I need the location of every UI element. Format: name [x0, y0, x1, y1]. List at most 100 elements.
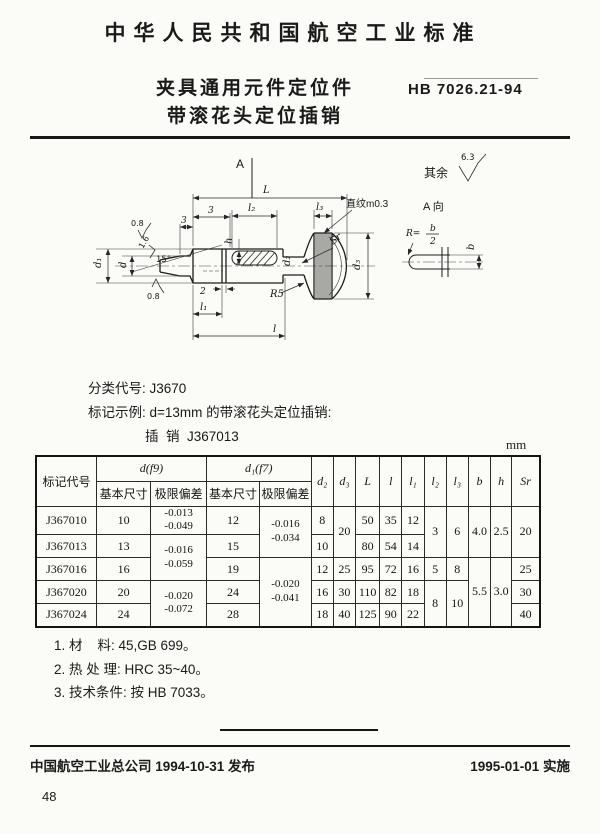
section-marker-label: A — [236, 157, 244, 171]
footer-issuer: 中国航空工业总公司 1994-10-31 发布 — [30, 759, 256, 774]
technical-drawing: A 其余 6.3 — [93, 153, 487, 340]
col-header-d1-group: d₁(f7) — [205, 455, 312, 482]
col-header-l2: l₂ — [423, 455, 447, 507]
table-cell: 28 — [205, 603, 261, 627]
table-cell: 5 — [423, 557, 447, 581]
table-cell: 12 — [401, 505, 425, 535]
sphere-radius-leader — [301, 247, 334, 264]
table-cell: 3 — [423, 505, 447, 558]
col-header-L: L — [355, 455, 381, 507]
page-number: 48 — [42, 789, 57, 804]
finish-bottom-value: 0.8 — [147, 292, 160, 301]
dim-label-l2: l₂ — [248, 203, 255, 214]
table-cell: 54 — [379, 534, 403, 558]
table-cell: 82 — [379, 580, 403, 604]
unit-label: mm — [506, 437, 527, 452]
finish-check-top-icon — [137, 222, 152, 239]
table-cell: -0.016 -0.034 — [259, 505, 312, 558]
header-divider — [30, 136, 570, 139]
table-cell: 13 — [95, 534, 152, 558]
table-cell: 6 — [445, 505, 469, 558]
table-cell: 40 — [332, 603, 357, 627]
finish-check-mid-icon — [148, 244, 156, 259]
dim-label-d3: d₃ — [352, 260, 363, 270]
table-cell: 110 — [355, 580, 381, 604]
table-cell: 24 — [95, 603, 152, 627]
table-cell: 19 — [205, 557, 261, 581]
view-a-slot — [408, 247, 450, 277]
dim-label-2: 2 — [199, 287, 206, 297]
dim-label-l3: l₃ — [316, 202, 323, 213]
table-cell: 50 — [355, 505, 381, 535]
fillet-label: R5 — [269, 289, 284, 300]
table-header-row-1: 标记代号 d(f9) d₁(f7) d₂ d₃ L l l₁ l₂ l₃ b h… — [35, 455, 541, 507]
table-cell: 125 — [355, 603, 381, 627]
table-cell: J367010 — [35, 505, 97, 535]
col-header-h: h — [490, 455, 513, 507]
doc-title-line1: 夹具通用元件定位件 — [155, 78, 354, 99]
table-cell: J367013 — [35, 534, 97, 558]
standard-header-title: 中华人民共和国航空工业标准 — [104, 22, 482, 45]
dim-label-d1: d₁ — [93, 258, 104, 268]
doc-title-line2: 带滚花头定位插销 — [166, 106, 343, 127]
knurl-lines — [315, 233, 331, 299]
col-header-dev-d: 极限偏差 — [150, 480, 207, 507]
radius-eq-leader — [407, 242, 414, 256]
radius-eq-denominator: 2 — [429, 237, 436, 247]
table-cell: 22 — [401, 603, 425, 627]
table-cell: 10 — [445, 580, 469, 627]
col-header-basic-d1: 基本尺寸 — [205, 480, 261, 507]
view-a-extensions — [450, 254, 483, 270]
table-cell: 16 — [95, 557, 152, 581]
col-header-code: 标记代号 — [35, 455, 97, 507]
note-line: 2. 热 处 理: HRC 35~40。 — [54, 661, 209, 677]
table-cell: 95 — [355, 557, 381, 581]
table-cell: 12 — [310, 557, 334, 581]
finish-top-value: 0.8 — [131, 219, 144, 228]
surface-finish-icon — [458, 153, 487, 182]
finish-check-bottom-icon — [151, 278, 165, 294]
dimension-table: 标记代号 d(f9) d₁(f7) d₂ d₃ L l l₁ l₂ l₃ b h… — [35, 455, 541, 628]
note-line: 1. 材 料: 45,GB 699。 — [54, 638, 197, 653]
table-cell: 4.0 — [467, 505, 492, 558]
marking-example-line1: 标记示例: d=13mm 的带滚花头定位插销: — [88, 405, 332, 420]
table-cell: 8 — [445, 557, 469, 581]
footer-divider — [30, 745, 570, 747]
table-cell: 8 — [423, 580, 447, 627]
table-row: J367010 10 -0.013 -0.049 12 -0.016 -0.03… — [35, 505, 541, 558]
table-cell: 15 — [205, 534, 261, 558]
dim-label-l: l — [273, 324, 276, 335]
classification-code: 分类代号: J3670 — [88, 381, 187, 396]
fillet-leader — [280, 282, 305, 294]
table-row: J367013 13 -0.016 -0.059 15 10 80 54 14 — [35, 534, 540, 581]
dim-label-h: h — [224, 238, 235, 244]
table-cell: 72 — [379, 557, 403, 581]
table-cell: 8 — [310, 505, 334, 535]
knurl-note: 直纹m0.3 — [346, 197, 389, 210]
dim-label-L: L — [262, 185, 270, 196]
table-cell: 25 — [511, 557, 541, 581]
col-header-d3: d₃ — [332, 455, 357, 507]
table-cell: 30 — [511, 580, 541, 604]
table-cell: J367020 — [35, 580, 97, 604]
col-header-d-group: d(f9) — [95, 455, 207, 482]
table-cell: -0.020 -0.041 — [259, 557, 312, 627]
standard-number-rule — [424, 78, 538, 79]
table-cell: 10 — [310, 534, 334, 558]
taper-construction-line — [131, 244, 223, 273]
table-cell: -0.013 -0.049 — [150, 505, 207, 535]
table-cell: 5.5 — [467, 557, 492, 627]
notes-block: 1. 材 料: 45,GB 699。 2. 热 处 理: HRC 35~40。 … — [54, 634, 214, 705]
col-header-dev-d1: 极限偏差 — [259, 480, 312, 507]
footer-effective-date: 1995-01-01 实施 — [470, 759, 570, 774]
table-cell: J367024 — [35, 603, 97, 627]
table-header-row-2: 基本尺寸 极限偏差 基本尺寸 极限偏差 — [36, 480, 540, 507]
slot-outline — [231, 250, 278, 266]
finish-mid-value: 1.6 — [137, 234, 151, 250]
table-cell: 25 — [332, 557, 357, 581]
col-header-b: b — [467, 455, 492, 507]
dim-label-3a: 3 — [208, 206, 214, 216]
dim-label-l1: l₁ — [200, 302, 207, 313]
table-cell: 20 — [511, 505, 541, 558]
